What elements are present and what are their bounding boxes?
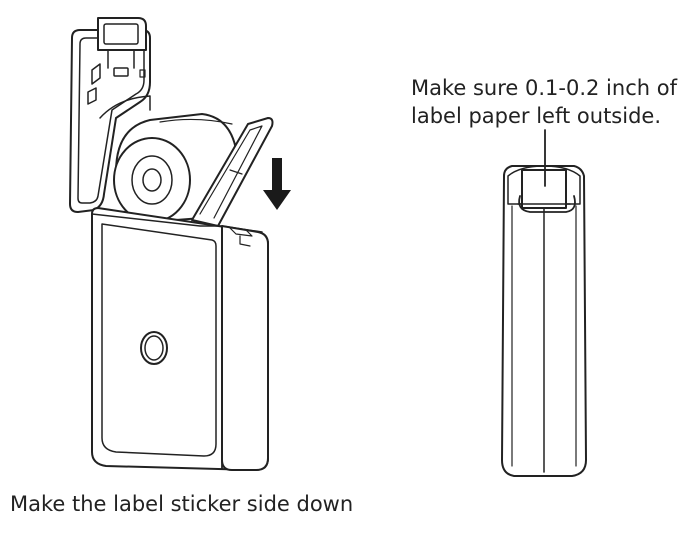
printer-body bbox=[91, 207, 269, 471]
exposed-label-paper bbox=[521, 169, 567, 209]
label-outside-note-line2: label paper left outside. bbox=[411, 104, 662, 128]
label-outside-note: Make sure 0.1-0.2 inch of label paper le… bbox=[411, 74, 677, 130]
open-printer-illustration bbox=[69, 17, 291, 471]
closed-printer-illustration bbox=[501, 129, 587, 477]
power-button-icon bbox=[140, 331, 168, 365]
label-strip bbox=[191, 117, 274, 227]
printer-lid bbox=[69, 17, 151, 213]
label-outside-note-line1: Make sure 0.1-0.2 inch of bbox=[411, 76, 677, 100]
load-instruction-caption: Make the label sticker side down bbox=[10, 492, 354, 516]
down-arrow-icon bbox=[263, 158, 291, 210]
